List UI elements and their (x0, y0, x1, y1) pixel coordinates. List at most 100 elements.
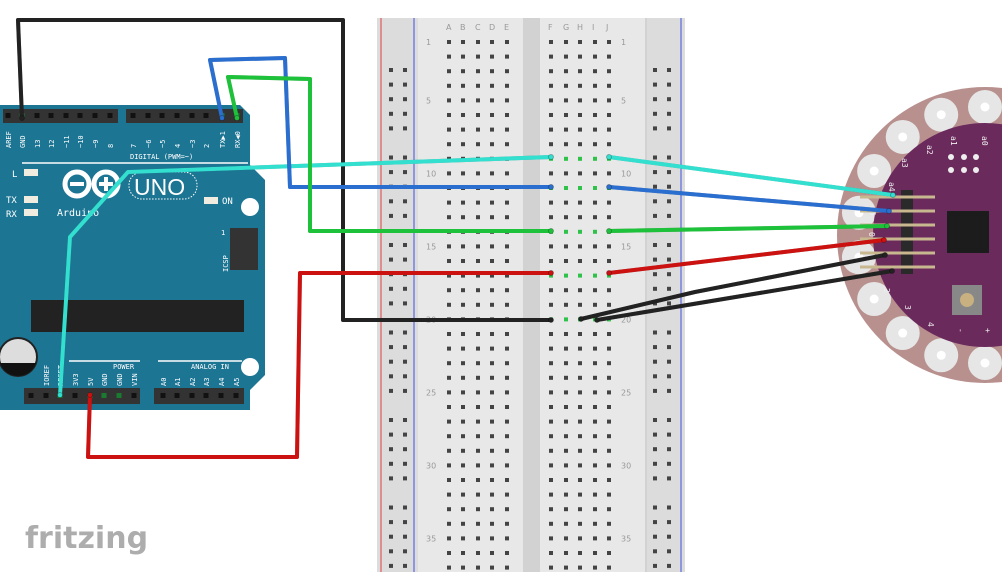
rail-hole[interactable] (667, 476, 671, 481)
rail-hole[interactable] (403, 388, 407, 393)
breadboard-hole[interactable] (447, 492, 451, 497)
rail-hole[interactable] (389, 432, 393, 437)
header-pin[interactable] (145, 113, 151, 118)
breadboard-hole[interactable] (447, 215, 451, 220)
wire-end[interactable] (882, 252, 888, 258)
breadboard-hole[interactable] (505, 478, 509, 482)
wire-end[interactable] (548, 270, 554, 276)
wire-end[interactable] (578, 316, 584, 322)
wire-end[interactable] (548, 317, 554, 323)
rail-hole[interactable] (653, 520, 657, 525)
breadboard-hole[interactable] (564, 536, 568, 541)
breadboard-hole[interactable] (447, 521, 451, 526)
breadboard-hole[interactable] (549, 434, 553, 439)
breadboard-hole[interactable] (607, 69, 611, 74)
breadboard-hole[interactable] (490, 259, 494, 263)
breadboard-hole[interactable] (607, 83, 611, 88)
reset-button-cap[interactable] (960, 293, 974, 307)
rail-hole[interactable] (653, 534, 657, 539)
rail-hole[interactable] (653, 82, 657, 87)
breadboard-hole[interactable] (490, 463, 494, 468)
breadboard-hole[interactable] (564, 565, 568, 570)
breadboard-hole[interactable] (593, 288, 597, 293)
breadboard-hole[interactable] (505, 142, 509, 147)
rail-hole[interactable] (403, 257, 407, 262)
header-pin[interactable] (159, 113, 165, 118)
breadboard-hole[interactable] (505, 375, 509, 380)
breadboard-hole[interactable] (461, 40, 465, 44)
breadboard-hole[interactable] (578, 186, 582, 190)
breadboard-hole[interactable] (564, 244, 568, 249)
breadboard-hole[interactable] (476, 507, 480, 512)
breadboard-hole[interactable] (564, 54, 568, 59)
rail-hole[interactable] (403, 345, 407, 350)
breadboard-hole[interactable] (490, 215, 494, 220)
breadboard-hole[interactable] (505, 40, 509, 44)
header-pin[interactable] (72, 393, 78, 398)
rail-hole[interactable] (653, 68, 657, 72)
rail-hole[interactable] (667, 184, 671, 189)
rail-hole[interactable] (653, 505, 657, 510)
breadboard-hole[interactable] (607, 113, 611, 117)
rail-hole[interactable] (403, 82, 407, 87)
rail-hole[interactable] (389, 505, 393, 510)
rail-hole[interactable] (667, 534, 671, 539)
breadboard-hole[interactable] (549, 492, 553, 497)
wire-end[interactable] (219, 115, 225, 121)
wire-end[interactable] (890, 192, 896, 198)
rail-hole[interactable] (389, 286, 393, 291)
breadboard-hole[interactable] (607, 390, 611, 395)
header-pin[interactable] (174, 113, 180, 118)
breadboard-hole[interactable] (593, 507, 597, 512)
breadboard-hole[interactable] (549, 127, 553, 132)
rail-hole[interactable] (653, 330, 657, 335)
rail-hole[interactable] (389, 359, 393, 364)
breadboard-hole[interactable] (578, 507, 582, 512)
breadboard-hole[interactable] (593, 259, 597, 263)
rail-hole[interactable] (667, 330, 671, 335)
breadboard-hole[interactable] (476, 375, 480, 380)
breadboard-hole[interactable] (578, 215, 582, 220)
rail-hole[interactable] (653, 418, 657, 422)
breadboard-hole[interactable] (505, 551, 509, 555)
breadboard-hole[interactable] (461, 565, 465, 570)
breadboard-hole[interactable] (578, 127, 582, 132)
breadboard-hole[interactable] (505, 98, 509, 103)
breadboard-hole[interactable] (607, 565, 611, 570)
breadboard-hole[interactable] (447, 40, 451, 44)
wire-end[interactable] (548, 228, 554, 234)
breadboard-hole[interactable] (578, 405, 582, 409)
breadboard-hole[interactable] (490, 507, 494, 512)
breadboard-hole[interactable] (578, 448, 582, 453)
breadboard-hole[interactable] (564, 478, 568, 482)
breadboard-hole[interactable] (564, 507, 568, 512)
breadboard-hole[interactable] (578, 98, 582, 103)
breadboard-hole[interactable] (564, 361, 568, 366)
breadboard-hole[interactable] (607, 244, 611, 249)
breadboard-hole[interactable] (461, 171, 465, 176)
breadboard-hole[interactable] (564, 113, 568, 117)
breadboard-hole[interactable] (476, 478, 480, 482)
breadboard-hole[interactable] (461, 536, 465, 541)
breadboard-hole[interactable] (549, 215, 553, 220)
rail-hole[interactable] (667, 97, 671, 102)
breadboard-hole[interactable] (490, 478, 494, 482)
breadboard-hole[interactable] (549, 390, 553, 395)
breadboard-hole[interactable] (447, 54, 451, 59)
breadboard-hole[interactable] (476, 565, 480, 570)
breadboard-hole[interactable] (505, 507, 509, 512)
breadboard-hole[interactable] (593, 127, 597, 132)
breadboard-hole[interactable] (447, 171, 451, 176)
breadboard-hole[interactable] (593, 536, 597, 541)
rail-hole[interactable] (667, 505, 671, 510)
breadboard-hole[interactable] (447, 551, 451, 555)
breadboard-hole[interactable] (505, 434, 509, 439)
breadboard-hole[interactable] (490, 361, 494, 366)
breadboard-hole[interactable] (607, 142, 611, 147)
breadboard-hole[interactable] (549, 83, 553, 88)
breadboard-hole[interactable] (564, 288, 568, 293)
rail-hole[interactable] (653, 170, 657, 175)
rail-hole[interactable] (653, 257, 657, 262)
breadboard-hole[interactable] (476, 54, 480, 59)
rail-hole[interactable] (389, 126, 393, 131)
